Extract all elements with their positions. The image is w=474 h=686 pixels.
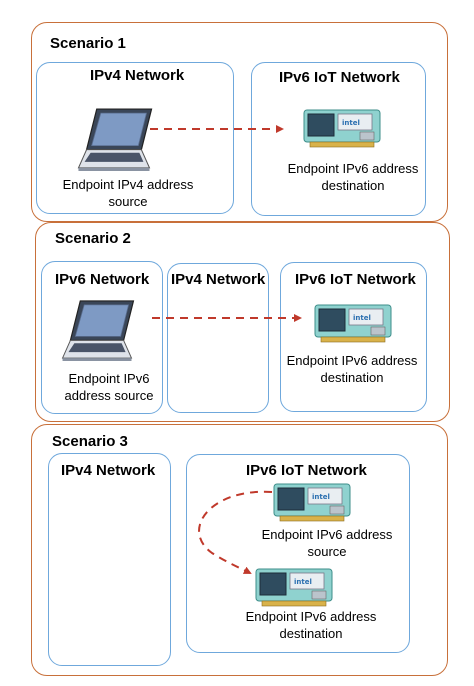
scenario-1-ipv4-network <box>36 62 234 214</box>
scenario-3-ipv6-iot-network <box>186 454 410 653</box>
scenario-3-flow-arrow <box>198 490 273 574</box>
scenario-2-ipv4-network <box>167 263 269 413</box>
scenario-1-ipv6-iot-network <box>251 62 426 216</box>
scenario-3-title: Scenario 3 <box>52 433 128 450</box>
scenario-2-ipv6-iot-network-label: IPv6 IoT Network <box>295 271 416 288</box>
scenario-3-panel <box>31 424 448 676</box>
scenario-2-ipv4-network-label: IPv4 Network <box>171 271 266 288</box>
scenario-1-panel <box>31 22 448 222</box>
scenario-2-title: Scenario 2 <box>55 230 131 247</box>
scenario-2-ipv6-iot-network <box>280 262 427 412</box>
scenario-1-title: Scenario 1 <box>50 35 126 52</box>
scenario-1-ipv4-network-label: IPv4 Network <box>90 67 185 84</box>
scenario-2-source-caption: Endpoint IPv6 address source <box>64 371 154 403</box>
scenario-2-destination-caption: Endpoint IPv6 address destination <box>286 353 418 385</box>
scenario-3-destination-caption: Endpoint IPv6 address destination <box>245 609 377 641</box>
scenario-3-ipv4-network <box>48 453 171 666</box>
scenario-1-ipv6-iot-network-label: IPv6 IoT Network <box>279 69 400 86</box>
scenario-3-ipv6-iot-network-label: IPv6 IoT Network <box>246 462 367 479</box>
scenario-1-source-caption: Endpoint IPv4 address source <box>62 177 194 209</box>
scenario-2-panel <box>35 222 450 422</box>
scenario-2-ipv6-network <box>41 261 163 414</box>
scenario-3-ipv4-network-label: IPv4 Network <box>61 462 156 479</box>
scenario-1-destination-caption: Endpoint IPv6 address destination <box>287 161 419 193</box>
scenario-2-ipv6-network-label: IPv6 Network <box>55 271 150 288</box>
scenario-3-source-caption: Endpoint IPv6 address source <box>261 527 393 559</box>
